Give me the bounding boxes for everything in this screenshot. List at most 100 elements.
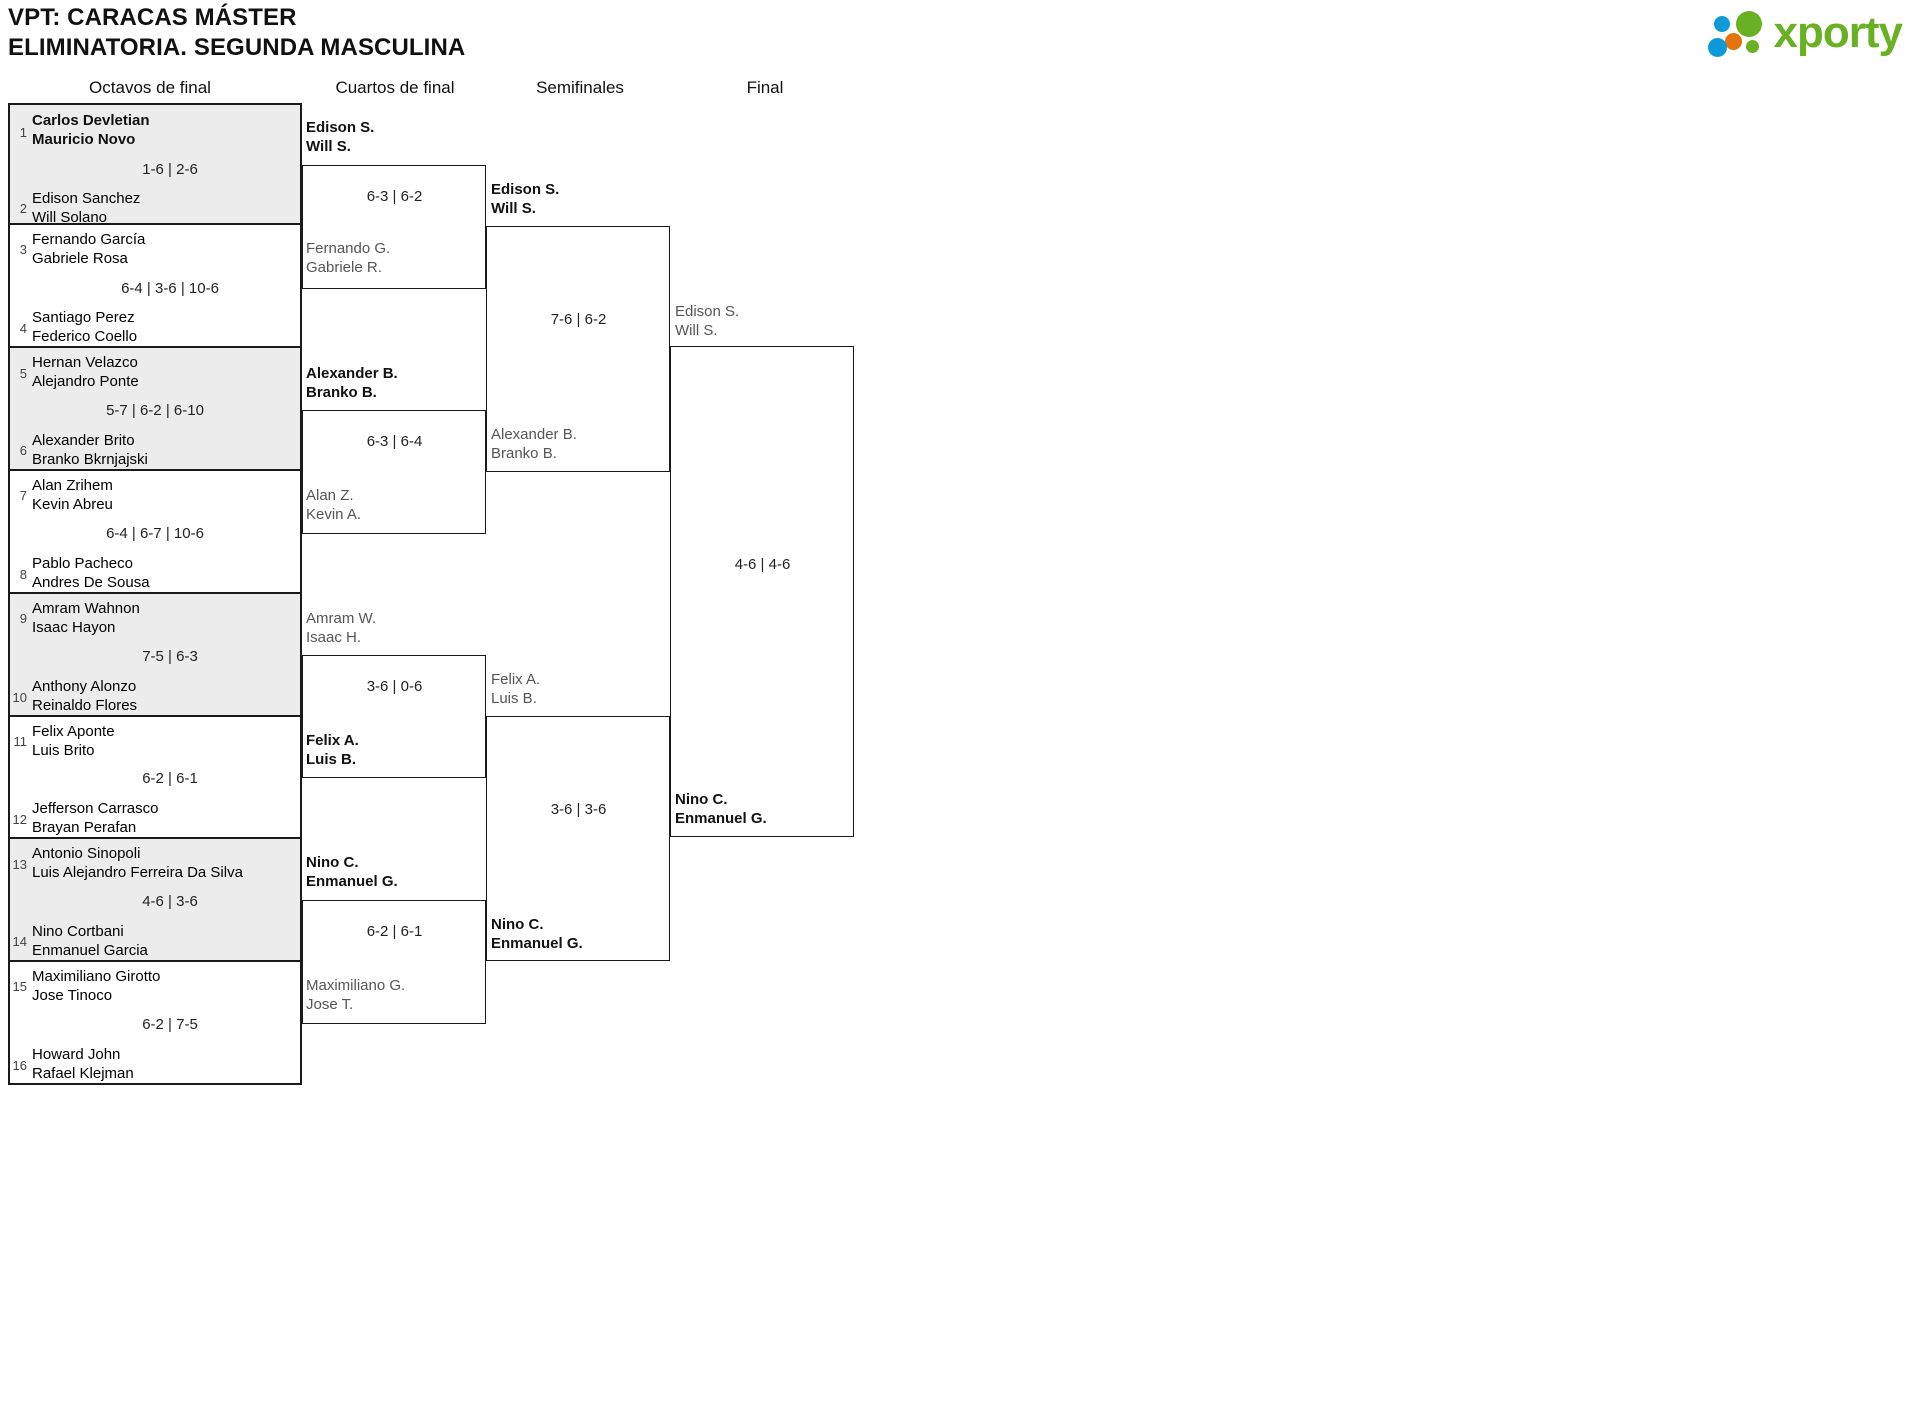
qf1-connector [302, 165, 486, 289]
team-names: Alan Zrihem Kevin Abreu [32, 477, 113, 513]
seed-number: 12 [12, 812, 27, 827]
seed-number: 7 [19, 488, 27, 503]
r1-match-4[interactable]: 7 Alan Zrihem Kevin Abreu 6-4 | 6-7 | 10… [8, 471, 302, 594]
seed-number: 14 [12, 934, 27, 949]
qf4-top-team[interactable]: Nino C. Enmanuel G. [306, 854, 398, 890]
round-header-final: Final [746, 78, 784, 97]
seed-number: 16 [12, 1058, 27, 1073]
xporty-logo: xporty [1707, 6, 1903, 60]
seed-number: 6 [19, 443, 27, 458]
sf2-top-team[interactable]: Felix A. Luis B. [491, 671, 541, 707]
final-bottom-team[interactable]: Nino C. Enmanuel G. [675, 791, 767, 827]
seed-number: 11 [13, 734, 28, 749]
seed-number: 4 [19, 321, 27, 336]
qf2-score: 6-3 | 6-4 [366, 433, 423, 450]
team-names: Amram Wahnon Isaac Hayon [32, 600, 140, 636]
r1-m1-top-team[interactable]: 1 Carlos Devletian Mauricio Novo [10, 111, 304, 149]
team-names: Edison Sanchez Will Solano [32, 190, 141, 226]
final-connector [670, 346, 854, 837]
team-names: Maximiliano Girotto Jose Tinoco [32, 968, 161, 1004]
seed-number: 5 [19, 366, 27, 381]
logo-dots-icon [1707, 8, 1768, 58]
qf4-score: 6-2 | 6-1 [366, 923, 423, 940]
r1-match-1[interactable]: 1 Carlos Devletian Mauricio Novo 1-6 | 2… [8, 103, 304, 227]
r1-m7-bottom-team[interactable]: 14 Nino Cortbani Enmanuel Garcia [10, 922, 304, 960]
team-names: Carlos Devletian Mauricio Novo [32, 112, 150, 148]
r1-match-5[interactable]: 9 Amram Wahnon Isaac Hayon 7-5 | 6-3 10 … [8, 594, 302, 717]
sf1-connector [486, 226, 670, 472]
sf2-score: 3-6 | 3-6 [550, 801, 607, 818]
r1-m8-top-team[interactable]: 15 Maximiliano Girotto Jose Tinoco [10, 967, 304, 1005]
final-top-team[interactable]: Edison S. Will S. [675, 303, 740, 339]
r1-m4-score: 6-4 | 6-7 | 10-6 [106, 525, 204, 542]
sf2-bottom-team[interactable]: Nino C. Enmanuel G. [491, 916, 583, 952]
title-line-2: ELIMINATORIA. SEGUNDA MASCULINA [8, 34, 466, 61]
page-title: VPT: CARACAS MÁSTER ELIMINATORIA. SEGUND… [8, 3, 465, 63]
r1-m7-score: 4-6 | 3-6 [142, 893, 198, 910]
seed-number: 8 [19, 567, 27, 582]
team-names: Alexander Brito Branko Bkrnjajski [32, 432, 148, 468]
qf1-score: 6-3 | 6-2 [366, 188, 423, 205]
round-header-octavos: Octavos de final [89, 78, 211, 97]
r1-match-6[interactable]: 11 Felix Aponte Luis Brito 6-2 | 6-1 12 … [8, 717, 302, 839]
seed-number: 1 [19, 125, 27, 140]
team-names: Jefferson Carrasco Brayan Perafan [32, 800, 159, 836]
r1-m6-score: 6-2 | 6-1 [142, 770, 198, 787]
sf1-score: 7-6 | 6-2 [550, 311, 607, 328]
r1-m3-bottom-team[interactable]: 6 Alexander Brito Branko Bkrnjajski [10, 431, 304, 469]
r1-m2-top-team[interactable]: 3 Fernando García Gabriele Rosa [10, 230, 304, 268]
qf3-bottom-team[interactable]: Felix A. Luis B. [306, 732, 359, 768]
qf2-bottom-team[interactable]: Alan Z. Kevin A. [306, 487, 362, 523]
team-names: Hernan Velazco Alejandro Ponte [32, 354, 139, 390]
team-names: Fernando García Gabriele Rosa [32, 231, 146, 267]
sf1-bottom-team[interactable]: Alexander B. Branko B. [491, 426, 577, 462]
seed-number: 9 [19, 611, 27, 626]
r1-m3-top-team[interactable]: 5 Hernan Velazco Alejandro Ponte [10, 353, 304, 391]
r1-m6-top-team[interactable]: 11 Felix Aponte Luis Brito [10, 722, 304, 760]
final-score: 4-6 | 4-6 [734, 556, 791, 573]
seed-number: 3 [19, 242, 27, 257]
qf2-top-team[interactable]: Alexander B. Branko B. [306, 365, 398, 401]
r1-m4-top-team[interactable]: 7 Alan Zrihem Kevin Abreu [10, 476, 304, 514]
qf1-top-team[interactable]: Edison S. Will S. [306, 119, 375, 155]
r1-m8-bottom-team[interactable]: 16 Howard John Rafael Klejman [10, 1045, 304, 1083]
r1-match-8[interactable]: 15 Maximiliano Girotto Jose Tinoco 6-2 |… [8, 962, 302, 1085]
logo-wordmark: xporty [1773, 8, 1903, 57]
r1-m4-bottom-team[interactable]: 8 Pablo Pacheco Andres De Sousa [10, 554, 304, 592]
seed-number: 2 [19, 201, 27, 216]
page-header: VPT: CARACAS MÁSTER ELIMINATORIA. SEGUND… [0, 0, 1920, 70]
r1-m1-bottom-team[interactable]: 2 Edison Sanchez Will Solano [10, 189, 304, 227]
seed-number: 13 [12, 857, 27, 872]
qf4-connector [302, 900, 486, 1024]
r1-m7-top-team[interactable]: 13 Antonio Sinopoli Luis Alejandro Ferre… [10, 844, 304, 882]
r1-match-7[interactable]: 13 Antonio Sinopoli Luis Alejandro Ferre… [8, 839, 302, 962]
qf1-bottom-team[interactable]: Fernando G. Gabriele R. [306, 240, 391, 276]
r1-m1-score: 1-6 | 2-6 [142, 161, 198, 178]
r1-match-3[interactable]: 5 Hernan Velazco Alejandro Ponte 5-7 | 6… [8, 348, 302, 471]
r1-m5-top-team[interactable]: 9 Amram Wahnon Isaac Hayon [10, 599, 304, 637]
qf2-connector [302, 410, 486, 534]
seed-number: 10 [12, 690, 27, 705]
team-names: Felix Aponte Luis Brito [32, 723, 115, 759]
qf3-top-team[interactable]: Amram W. Isaac H. [306, 610, 376, 646]
r1-m2-score: 6-4 | 3-6 | 10-6 [121, 280, 219, 297]
sf1-top-team[interactable]: Edison S. Will S. [491, 181, 560, 217]
qf3-score: 3-6 | 0-6 [366, 678, 423, 695]
qf3-connector [302, 655, 486, 778]
r1-m3-score: 5-7 | 6-2 | 6-10 [106, 402, 204, 419]
r1-m5-score: 7-5 | 6-3 [142, 648, 198, 665]
team-names: Howard John Rafael Klejman [32, 1046, 134, 1082]
round-header-semifinales: Semifinales [536, 78, 624, 97]
team-names: Nino Cortbani Enmanuel Garcia [32, 923, 148, 959]
r1-match-2[interactable]: 3 Fernando García Gabriele Rosa 6-4 | 3-… [8, 225, 302, 348]
r1-m8-score: 6-2 | 7-5 [142, 1016, 198, 1033]
r1-m2-bottom-team[interactable]: 4 Santiago Perez Federico Coello [10, 308, 304, 346]
r1-m6-bottom-team[interactable]: 12 Jefferson Carrasco Brayan Perafan [10, 799, 304, 837]
team-names: Antonio Sinopoli Luis Alejandro Ferreira… [32, 845, 243, 881]
r1-m5-bottom-team[interactable]: 10 Anthony Alonzo Reinaldo Flores [10, 677, 304, 715]
qf4-bottom-team[interactable]: Maximiliano G. Jose T. [306, 977, 406, 1013]
team-names: Santiago Perez Federico Coello [32, 309, 138, 345]
seed-number: 15 [12, 979, 27, 994]
sf2-connector [486, 716, 670, 961]
